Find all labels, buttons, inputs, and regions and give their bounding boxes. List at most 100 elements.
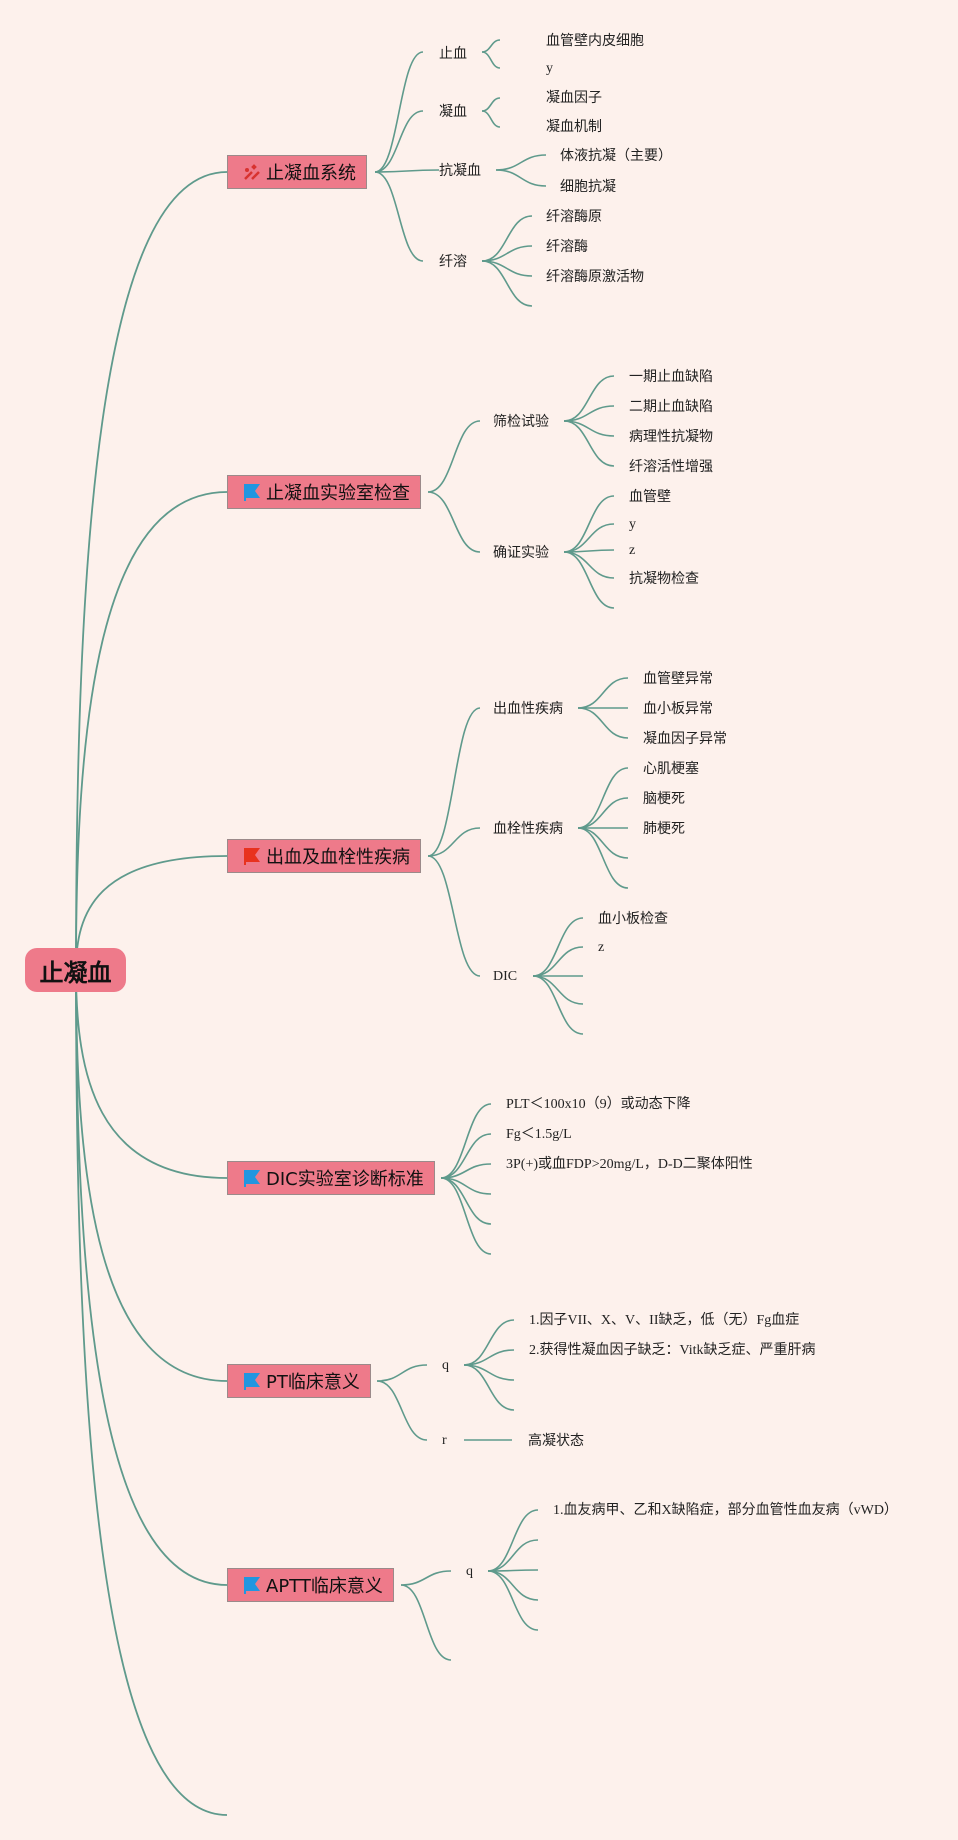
subtopic-label[interactable]: 抗凝血 [439, 163, 481, 179]
blue-flag-icon [244, 1170, 260, 1187]
root-node[interactable]: 止凝血 [25, 948, 126, 992]
connector-line [75, 969, 228, 1816]
topic-node[interactable]: PT临床意义 [227, 1364, 371, 1398]
leaf-label[interactable]: 肺梗死 [643, 821, 685, 837]
connector-line [481, 215, 533, 262]
leaf-label[interactable]: 纤溶酶原 [546, 209, 602, 225]
leaf-label[interactable]: 细胞抗凝 [560, 179, 616, 195]
connector-line [563, 420, 615, 467]
subtopic-label[interactable]: 止血 [439, 46, 467, 62]
leaf-label[interactable]: 高凝状态 [528, 1433, 584, 1449]
connector-line [400, 1570, 452, 1586]
subtopic-label[interactable]: 出血性疾病 [493, 701, 563, 717]
leaf-label[interactable]: 纤溶活性增强 [629, 459, 713, 475]
connector-line [400, 1584, 452, 1661]
connector-line [577, 797, 629, 829]
leaf-label[interactable]: 凝血机制 [546, 119, 602, 135]
leaf-label[interactable]: y [629, 517, 636, 532]
connector-line [374, 171, 424, 262]
connector-line [481, 97, 501, 112]
connector-line [75, 969, 228, 1179]
topic-label: APTT临床意义 [266, 1576, 383, 1597]
topic-node[interactable]: DIC实验室诊断标准 [227, 1161, 435, 1195]
leaf-label[interactable]: z [598, 940, 605, 955]
topic-label: DIC实验室诊断标准 [266, 1169, 424, 1190]
connector-line [563, 495, 615, 553]
leaf-label[interactable]: 病理性抗凝物 [629, 429, 713, 445]
subtopic-label[interactable]: 纤溶 [439, 254, 467, 270]
connector-line [563, 551, 615, 579]
topic-label: 出血及血栓性疾病 [266, 847, 410, 868]
connector-line [481, 51, 501, 69]
leaf-label[interactable]: 凝血因子 [546, 90, 602, 106]
subtopic-label[interactable]: 血栓性疾病 [493, 821, 563, 837]
leaf-label[interactable]: 血管壁内皮细胞 [546, 33, 644, 49]
leaf-label[interactable]: 血管壁异常 [643, 671, 713, 687]
connector-line [532, 975, 584, 1035]
connector-line [75, 491, 228, 971]
leaf-label[interactable]: 纤溶酶 [546, 239, 588, 255]
topic-node[interactable]: 止凝血系统 [227, 155, 367, 189]
topic-node[interactable]: APTT临床意义 [227, 1568, 394, 1602]
connector-line [487, 1539, 539, 1572]
leaf-label[interactable]: 血小板检查 [598, 911, 668, 927]
connector-line [495, 154, 547, 171]
connector-line [481, 110, 501, 128]
leaf-label[interactable]: 血管壁 [629, 489, 671, 505]
subtopic-label[interactable]: q [442, 1358, 449, 1373]
leaf-label[interactable]: 一期止血缺陷 [629, 369, 713, 385]
subtopic-label[interactable]: DIC [493, 969, 518, 984]
connector-line [75, 969, 228, 1382]
connector-line [374, 169, 440, 173]
leaf-label[interactable]: 凝血因子异常 [643, 731, 727, 747]
leaf-label[interactable]: y [546, 61, 553, 76]
leaf-label[interactable]: z [629, 543, 636, 558]
topic-label: 止凝血系统 [266, 163, 356, 184]
connector-line [463, 1364, 515, 1411]
connector-line [532, 946, 584, 977]
connector-line [75, 969, 228, 1586]
leaf-label[interactable]: PLT＜100x10（9）或动态下降 [506, 1097, 691, 1112]
connector-line [563, 523, 615, 553]
connector-line [374, 51, 424, 173]
leaf-label[interactable]: 2.获得性凝血因子缺乏：Vitk缺乏症、严重肝病 [529, 1343, 816, 1358]
connector-line [427, 827, 481, 857]
connector-line [577, 677, 629, 709]
leaf-label[interactable]: 血小板异常 [643, 701, 713, 717]
leaf-label[interactable]: 抗凝物检查 [629, 571, 699, 587]
connector-line [532, 975, 584, 1005]
connector-line [577, 767, 629, 829]
connector-line [374, 110, 424, 173]
connector-line [532, 917, 584, 977]
leaf-label[interactable]: 脑梗死 [643, 791, 685, 807]
blue-flag-icon [244, 1577, 260, 1594]
blue-flag-icon [244, 1373, 260, 1390]
connector-line [376, 1364, 428, 1382]
topic-node[interactable]: 出血及血栓性疾病 [227, 839, 421, 873]
leaf-label[interactable]: 1.因子VII、X、V、II缺乏，低（无）Fg血症 [529, 1313, 800, 1328]
leaf-label[interactable]: 二期止血缺陷 [629, 399, 713, 415]
connector-line [577, 707, 629, 739]
leaf-label[interactable]: Fg＜1.5g/L [506, 1127, 572, 1142]
leaf-label[interactable]: 体液抗凝（主要） [560, 148, 672, 164]
blue-flag-icon [244, 484, 260, 501]
leaf-label[interactable]: 心肌梗塞 [643, 761, 699, 777]
leaf-label[interactable]: 纤溶酶原激活物 [546, 269, 644, 285]
subtopic-label[interactable]: q [466, 1564, 473, 1579]
connector-line [487, 1509, 539, 1572]
connector-line [487, 1570, 539, 1631]
leaf-label[interactable]: 1.血友病甲、乙和X缺陷症，部分血管性血友病（vWD） [553, 1503, 898, 1518]
connector-line [427, 707, 481, 857]
topic-node[interactable]: 止凝血实验室检查 [227, 475, 421, 509]
connector-line [440, 1133, 492, 1179]
connector-line [376, 1380, 428, 1441]
subtopic-label[interactable]: r [442, 1433, 447, 1448]
subtopic-label[interactable]: 确证实验 [493, 545, 549, 561]
connector-line [427, 420, 481, 493]
subtopic-label[interactable]: 筛检试验 [493, 414, 549, 430]
tools-icon [244, 164, 260, 180]
leaf-label[interactable]: 3P(+)或血FDP>20mg/L，D-D二聚体阳性 [506, 1157, 753, 1172]
subtopic-label[interactable]: 凝血 [439, 104, 467, 120]
connector-line [577, 827, 629, 889]
